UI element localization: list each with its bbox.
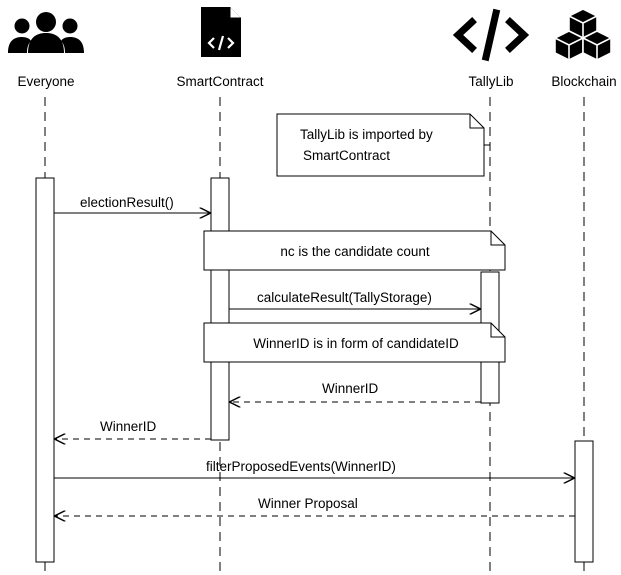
message-filter-proposed-events-label: filterProposedEvents(WinnerID) xyxy=(206,459,396,474)
message-winner-proposal: Winner Proposal xyxy=(55,496,575,516)
message-election-result: electionResult() xyxy=(54,195,210,213)
participant-label-everyone: Everyone xyxy=(17,74,74,89)
message-filter-proposed-events: filterProposedEvents(WinnerID) xyxy=(54,459,574,478)
cubes-icon xyxy=(554,8,612,61)
note-tallylib-import: TallyLib is imported by SmartContract xyxy=(276,113,485,177)
note-tallylib-import-line1: TallyLib is imported by xyxy=(300,127,433,142)
message-winner-id-return-lib-label: WinnerID xyxy=(322,381,379,396)
participant-label-tallylib: TallyLib xyxy=(468,74,513,89)
participant-label-blockchain: Blockchain xyxy=(551,74,616,89)
participant-label-smartcontract: SmartContract xyxy=(176,74,263,89)
activation-smartcontract xyxy=(210,177,230,441)
message-winner-id-return-contract: WinnerID xyxy=(55,419,211,439)
note-winner-id-form-text: WinnerID is in form of candidateID xyxy=(253,336,459,351)
message-winner-id-return-lib: WinnerID xyxy=(230,381,481,402)
note-winner-id-form: WinnerID is in form of candidateID xyxy=(203,322,506,363)
message-calculate-result-label: calculateResult(TallyStorage) xyxy=(257,290,432,305)
message-winner-proposal-label: Winner Proposal xyxy=(258,496,358,511)
message-winner-id-return-contract-label: WinnerID xyxy=(100,419,157,434)
activation-blockchain xyxy=(574,440,594,563)
users-icon xyxy=(8,12,84,53)
note-candidate-count-text: nc is the candidate count xyxy=(280,244,430,259)
note-tallylib-import-line2: SmartContract xyxy=(303,148,390,163)
activation-everyone xyxy=(35,177,55,563)
code-brackets-icon xyxy=(452,8,530,62)
message-election-result-label: electionResult() xyxy=(80,195,174,210)
note-candidate-count: nc is the candidate count xyxy=(203,230,506,271)
code-file-icon xyxy=(201,7,241,57)
message-calculate-result: calculateResult(TallyStorage) xyxy=(229,290,480,309)
